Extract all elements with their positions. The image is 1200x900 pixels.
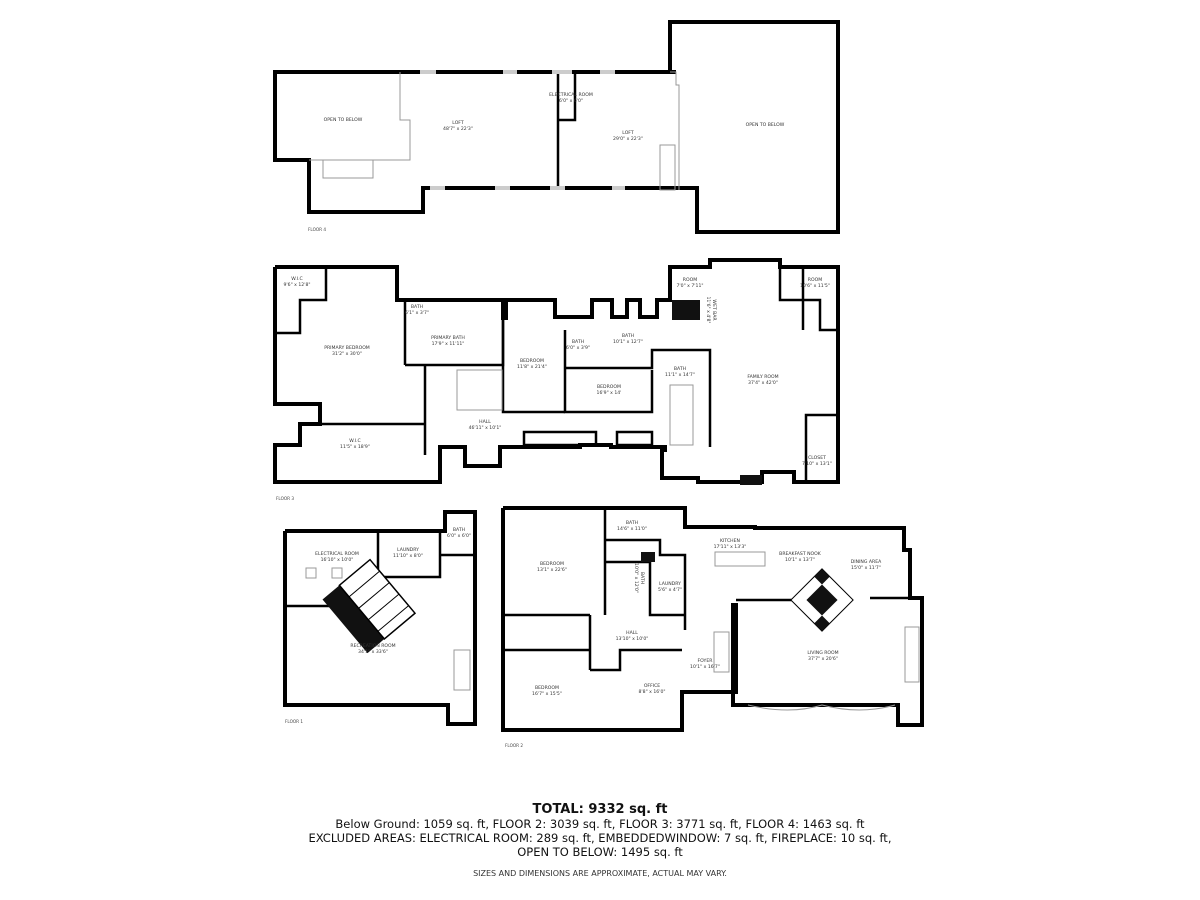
- room-dims: 7'10" x 13'1": [802, 461, 832, 467]
- room-label: BEDROOM: [535, 685, 559, 691]
- room-label: BATH: [674, 366, 686, 372]
- room-dims: 16'7" x 15'5": [532, 691, 562, 697]
- room-dims: 11'1" x 14'7": [665, 372, 695, 378]
- room-label: LOFT: [452, 120, 464, 126]
- room-label: BATH: [622, 333, 634, 339]
- room-label: BEDROOM: [520, 358, 544, 364]
- room-dims: 10'1" x 12'7": [613, 339, 643, 345]
- room-label: CLOSET: [808, 455, 826, 461]
- room-dims: 10'6" x 11'5": [800, 283, 830, 289]
- room-dims: 17'9" x 11'11": [432, 341, 465, 347]
- excluded-areas: EXCLUDED AREAS: ELECTRICAL ROOM: 289 sq.…: [308, 831, 892, 845]
- open-to-below-area: OPEN TO BELOW: 1495 sq. ft: [517, 845, 683, 859]
- room-label: LOFT: [622, 130, 634, 136]
- room-label: BATH: [572, 339, 584, 345]
- room-label: FOYER: [698, 658, 714, 664]
- room-label: ROOM: [808, 277, 822, 283]
- room-label: ROOM: [683, 277, 697, 283]
- room-dims: 6'0" x 3'9": [566, 345, 590, 351]
- room-label: HALL: [626, 630, 638, 636]
- room-dims: 16'9" x 14': [597, 390, 622, 396]
- room-label: HALL: [479, 419, 491, 425]
- room-dims: 46'11" x 10'1": [469, 425, 502, 431]
- room-label: LAUNDRY: [659, 581, 681, 587]
- room-label: BATH: [626, 520, 638, 526]
- room-dims: 14'6" x 11'0": [617, 526, 647, 532]
- room-label: PRIMARY BEDROOM: [324, 345, 370, 351]
- room-label: LIVING ROOM: [807, 650, 838, 656]
- room-dims: 11'6" x 4'8": [705, 296, 711, 323]
- room-dims: 31'2" x 30'0": [332, 351, 362, 357]
- room-dims: 13'10" x 10'0": [616, 636, 649, 642]
- room-dims: 6'1" x 3'7": [405, 310, 429, 316]
- room-label: W.I.C: [349, 438, 361, 444]
- room-label: PRIMARY BATH: [431, 335, 465, 341]
- room-dims: 10'1" x 13'7": [785, 557, 815, 563]
- room-dims: 48'7" x 22'3": [443, 126, 473, 132]
- floor-4-plan: OPEN TO BELOW LOFT 48'7" x 22'3" ELECTRI…: [273, 20, 840, 234]
- room-label: RECREATION ROOM: [350, 643, 395, 649]
- floor-label: FLOOR 3: [276, 496, 294, 501]
- total-area: TOTAL: 9332 sq. ft: [532, 802, 668, 817]
- room-dims: 37'7" x 20'6": [808, 656, 838, 662]
- floor-3-plan: W.I.C 9'6" x 12'8" PRIMARY BEDROOM 31'2"…: [273, 258, 840, 501]
- room-dims: 16'10" x 10'0": [321, 557, 354, 563]
- room-dims: 5'6" x 4'7": [658, 587, 682, 593]
- room-label: W.I.C: [291, 276, 303, 282]
- room-dims: 6'0" x 6'0": [447, 533, 471, 539]
- room-dims: 15'0" x 11'7": [851, 565, 881, 571]
- room-dims: 10'1" x 16'7": [690, 664, 720, 670]
- floor-1-plan: ELECTRICAL ROOM 16'10" x 10'0" LAUNDRY 1…: [283, 510, 477, 726]
- floor-2-plan: BEDROOM 13'1" x 22'6" BATH 14'6" x 11'0"…: [501, 506, 924, 748]
- room-dims: 17'11" x 13'3": [714, 544, 747, 550]
- room-label: BATH: [411, 304, 423, 310]
- floor-areas: Below Ground: 1059 sq. ft, FLOOR 2: 3039…: [335, 817, 865, 831]
- room-label: BEDROOM: [597, 384, 621, 390]
- room-dims: 6'0" x 6'0": [559, 98, 583, 104]
- room-dims: 8'8" x 16'0": [638, 689, 665, 695]
- room-dims: 9'6" x 12'8": [283, 282, 310, 288]
- room-dims: 11'5" x 18'9": [340, 444, 370, 450]
- room-label: BREAKFAST NOOK: [779, 551, 822, 557]
- room-label: ELECTRICAL ROOM: [315, 551, 359, 557]
- disclaimer: SIZES AND DIMENSIONS ARE APPROXIMATE, AC…: [473, 869, 727, 878]
- room-dims: 11'10" x 8'0": [393, 553, 423, 559]
- room-dims: 7'0" x 7'11": [676, 283, 703, 289]
- room-dims: 11'8" x 21'4": [517, 364, 547, 370]
- room-dims: 34'1" x 33'6": [358, 649, 388, 655]
- room-label: OFFICE: [644, 683, 660, 689]
- room-label: OPEN TO BELOW: [746, 122, 785, 128]
- floor-label: FLOOR 4: [308, 227, 326, 232]
- room-dims: 37'4" x 42'0": [748, 380, 778, 386]
- room-label: KITCHEN: [720, 538, 740, 544]
- room-label: LAUNDRY: [397, 547, 419, 553]
- room-dims: 10'0" x 12'0": [633, 563, 639, 593]
- room-label: OPEN TO BELOW: [324, 117, 363, 123]
- room-label: DINING AREA: [851, 559, 882, 565]
- room-dims: 29'0" x 22'3": [613, 136, 643, 142]
- room-dims: 13'1" x 22'6": [537, 567, 567, 573]
- room-label: FAMILY ROOM: [747, 374, 778, 380]
- floor-label: FLOOR 2: [505, 743, 523, 748]
- room-label: BATH: [453, 527, 465, 533]
- floor-label: FLOOR 1: [285, 719, 303, 724]
- room-label: ELECTRICAL ROOM: [549, 92, 593, 98]
- room-label: BATH: [639, 572, 645, 584]
- room-label: WET BAR: [711, 299, 717, 321]
- room-label: BEDROOM: [540, 561, 564, 567]
